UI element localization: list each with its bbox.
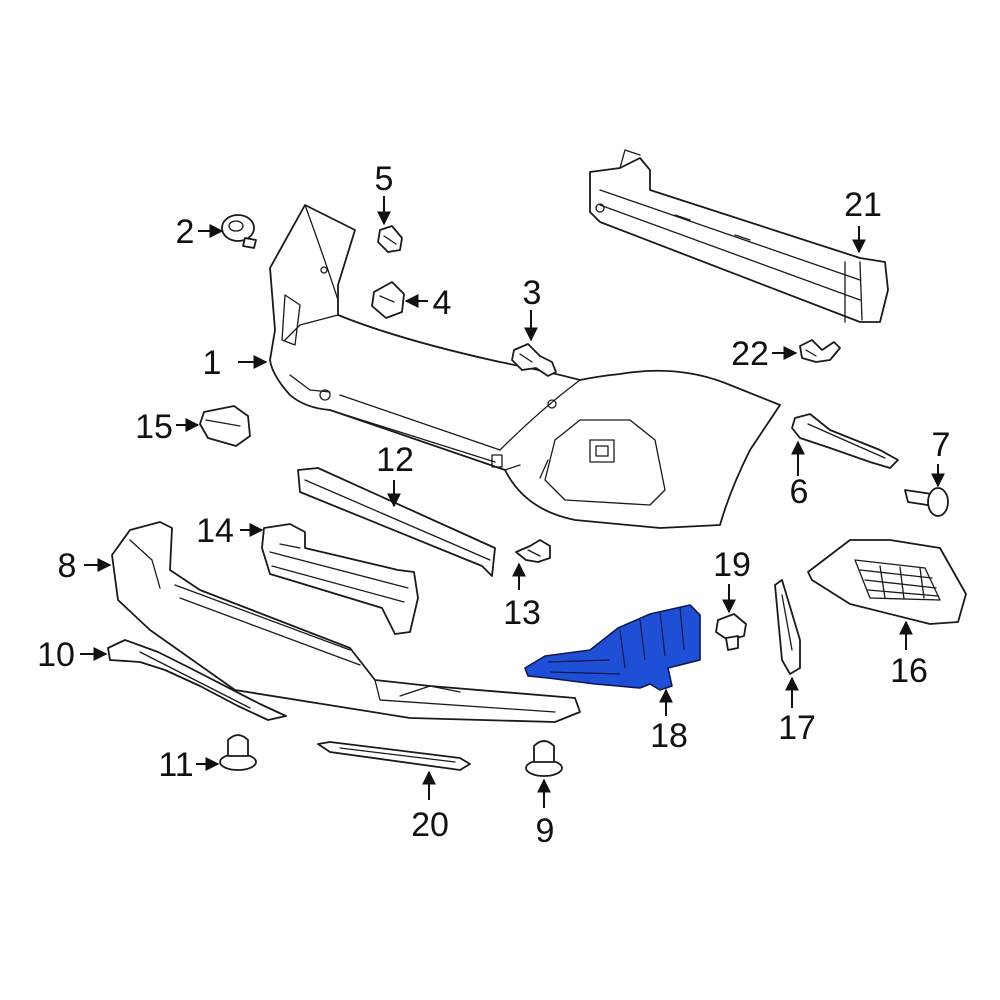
callout-15: 15 [135,408,173,446]
callout-18: 18 [650,717,688,755]
part-5-screw[interactable] [377,225,403,253]
part-12-absorber[interactable] [297,467,496,577]
callout-10: 10 [37,636,75,674]
part-15-sensor-bracket[interactable] [199,405,251,447]
part-1-bumper-cover[interactable] [269,204,781,529]
part-16-side-grille[interactable] [807,539,967,625]
part-17-reflector-trim[interactable] [774,579,801,675]
callout-numbers: 1 2 3 4 5 6 7 8 9 10 11 12 13 14 15 16 1… [37,160,950,850]
part-14-center-bracket[interactable] [261,523,419,635]
callout-5: 5 [375,160,394,198]
part-20-trim-strip[interactable] [317,741,471,771]
part-19-clip[interactable] [715,613,747,651]
callout-11: 11 [158,746,193,784]
part-22-bolt[interactable] [799,339,841,363]
callout-17: 17 [778,709,816,747]
part-2-retainer[interactable] [221,214,257,249]
part-4-bracket[interactable] [371,281,405,319]
callout-8: 8 [58,547,77,585]
part-11-clip[interactable] [219,734,257,771]
callout-4: 4 [433,284,452,322]
part-8-lower-spoiler[interactable] [111,521,581,723]
callout-20: 20 [411,806,449,844]
callout-13: 13 [503,594,541,632]
callout-9: 9 [536,812,555,850]
part-7-clip[interactable] [904,487,949,517]
callout-16: 16 [890,652,928,690]
callout-1: 1 [203,344,222,382]
part-6-side-bracket[interactable] [791,413,899,469]
callout-3: 3 [523,274,542,312]
callout-19: 19 [713,546,751,584]
callout-7: 7 [932,426,951,464]
part-18-splash-shield-highlighted[interactable] [524,604,701,691]
callout-22: 22 [731,335,769,373]
part-13-screw[interactable] [515,539,551,563]
part-21-bumper-reinforcement[interactable] [589,149,889,323]
part-9-clip[interactable] [525,740,563,777]
callout-6: 6 [790,473,809,511]
callout-2: 2 [176,213,195,251]
leader-lines [80,196,945,808]
callout-12: 12 [376,441,414,479]
callout-21: 21 [844,186,882,224]
part-3-bolt[interactable] [511,343,557,377]
callout-14: 14 [196,512,234,550]
part-10-lower-garnish[interactable] [107,639,287,721]
